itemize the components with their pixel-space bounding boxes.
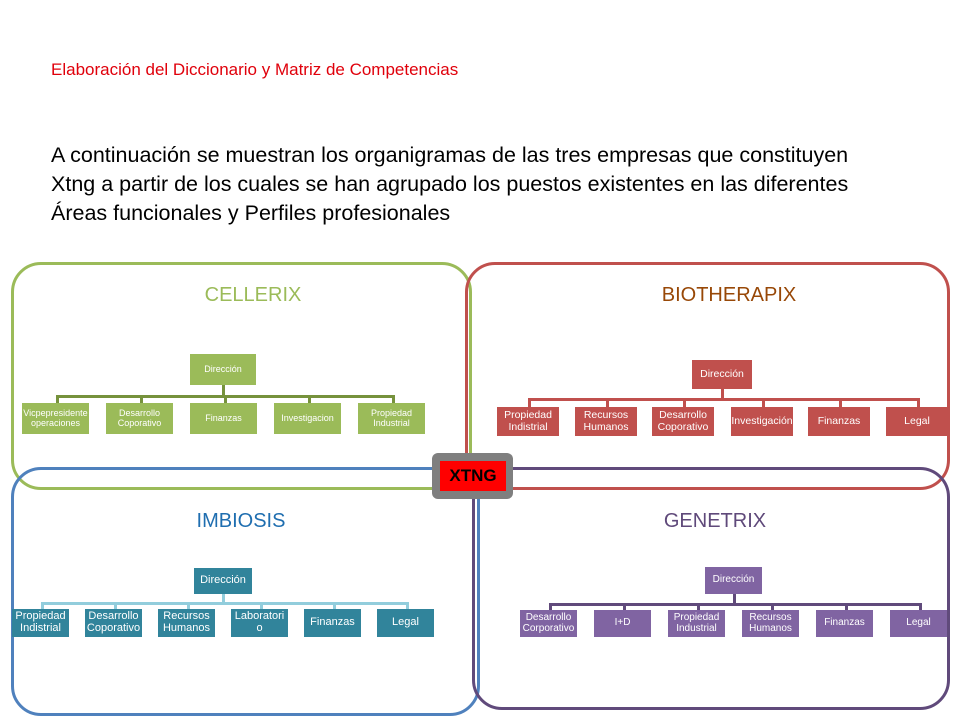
cellerix-connector [55, 395, 59, 403]
biotherapix-connector [683, 398, 686, 407]
genetrix-connector [732, 594, 736, 604]
intro-paragraph: A continuación se muestran los organigra… [51, 143, 849, 225]
genetrix-connector [696, 603, 700, 610]
imbiosis-connector [405, 602, 409, 609]
genetrix-node[interactable]: Recursos Humanos [742, 610, 799, 637]
biotherapix-node[interactable]: Investigación [731, 407, 793, 436]
imbiosis-node[interactable]: Legal [377, 609, 434, 637]
cellerix-connector [307, 395, 311, 403]
genetrix-node[interactable]: Finanzas [816, 610, 873, 637]
slide-subtitle: Elaboración del Diccionario y Matriz de … [51, 60, 459, 79]
cellerix-frame [11, 262, 472, 490]
biotherapix-node[interactable]: Finanzas [808, 407, 870, 436]
genetrix-connector [622, 603, 626, 610]
genetrix-connector [918, 603, 922, 610]
imbiosis-node[interactable]: Recursos Humanos [158, 609, 215, 637]
genetrix-title: GENETRIX [663, 510, 767, 532]
biotherapix-frame [465, 262, 950, 490]
imbiosis-connector [186, 602, 190, 609]
imbiosis-node[interactable]: Laboratori o [231, 609, 288, 637]
biotherapix-connector [528, 398, 531, 407]
cellerix-title: CELLERIX [204, 284, 302, 306]
imbiosis-title: IMBIOSIS [196, 510, 286, 532]
genetrix-node[interactable]: Propiedad Industrial [668, 610, 725, 637]
imbiosis-node[interactable]: Desarrollo Coporativo [85, 609, 142, 637]
cellerix-node[interactable]: Investigacion [274, 403, 341, 434]
genetrix-connector [844, 603, 848, 610]
cellerix-node[interactable]: Vicpepresidente operaciones [22, 403, 89, 434]
genetrix-connector [548, 603, 922, 606]
biotherapix-connector [606, 398, 609, 407]
biotherapix-connector [762, 398, 765, 407]
biotherapix-node[interactable]: Desarrollo Coporativo [652, 407, 714, 436]
cellerix-node-direccion[interactable]: Dirección [190, 354, 256, 385]
imbiosis-node[interactable]: Finanzas [304, 609, 361, 637]
cellerix-node[interactable]: Propiedad Industrial [358, 403, 425, 434]
imbiosis-connector [259, 602, 263, 609]
genetrix-connector [548, 603, 552, 610]
genetrix-connector [770, 603, 774, 610]
imbiosis-connector [40, 602, 409, 605]
imbiosis-node[interactable]: Propiedad Indistrial [12, 609, 69, 637]
biotherapix-node[interactable]: Recursos Humanos [575, 407, 637, 436]
cellerix-node[interactable]: Finanzas [190, 403, 257, 434]
biotherapix-node[interactable]: Legal [886, 407, 948, 436]
imbiosis-node-direccion[interactable]: Dirección [194, 568, 252, 594]
cellerix-connector [391, 395, 395, 403]
xtng-center-label: XTNG [440, 461, 506, 491]
biotherapix-connector [721, 389, 724, 399]
imbiosis-connector [113, 602, 117, 609]
cellerix-node[interactable]: Desarrollo Coporativo [106, 403, 173, 434]
genetrix-node[interactable]: Desarrollo Corporativo [520, 610, 577, 637]
imbiosis-connector [40, 602, 44, 609]
genetrix-node[interactable]: I+D [594, 610, 651, 637]
imbiosis-connector [222, 594, 225, 603]
imbiosis-frame [11, 467, 480, 716]
cellerix-connector [223, 395, 227, 403]
cellerix-connector [222, 385, 225, 396]
biotherapix-connector [917, 398, 920, 407]
biotherapix-title: BIOTHERAPIX [661, 284, 797, 306]
imbiosis-connector [332, 602, 336, 609]
genetrix-node[interactable]: Legal [890, 610, 947, 637]
genetrix-node-direccion[interactable]: Dirección [705, 567, 762, 594]
cellerix-connector [139, 395, 143, 403]
biotherapix-node[interactable]: Propiedad Indistrial [497, 407, 559, 436]
biotherapix-connector [839, 398, 842, 407]
genetrix-frame [472, 467, 950, 710]
biotherapix-connector [528, 398, 920, 401]
biotherapix-node-direccion[interactable]: Dirección [692, 360, 752, 389]
